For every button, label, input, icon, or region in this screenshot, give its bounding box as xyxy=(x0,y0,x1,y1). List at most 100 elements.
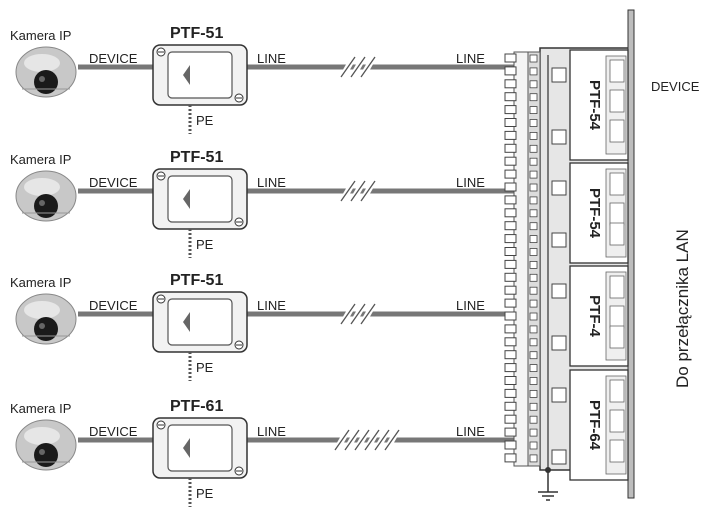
terminal-screw xyxy=(529,351,538,360)
protector-model-label: PTF-51 xyxy=(170,149,223,166)
ip-camera-icon xyxy=(15,170,77,222)
panel-line-label: LINE xyxy=(456,51,485,66)
pe-label: PE xyxy=(196,113,214,128)
cable-break-mark xyxy=(350,56,366,78)
terminal-pin xyxy=(504,337,517,347)
protector-unit xyxy=(152,291,248,353)
rj45-port xyxy=(609,172,625,196)
ip-camera-icon xyxy=(15,419,77,471)
terminal-screw xyxy=(529,209,538,218)
cable-break-mark xyxy=(360,180,376,202)
cable-break-mark xyxy=(340,303,356,325)
rj45-port xyxy=(609,89,625,113)
cable-break-mark xyxy=(374,429,390,451)
camera-label: Kamera IP xyxy=(10,401,71,416)
pe-label: PE xyxy=(196,237,214,252)
device-label: DEVICE xyxy=(89,175,138,190)
terminal-screw xyxy=(529,299,538,308)
cable-break-mark xyxy=(364,429,380,451)
panel-line-label: LINE xyxy=(456,175,485,190)
terminal-screw xyxy=(529,54,538,63)
cable-break-mark xyxy=(360,303,376,325)
ground-junction xyxy=(545,467,551,473)
terminal-screw xyxy=(529,80,538,89)
panel-module-label: PTF-54 xyxy=(586,188,603,239)
terminal-pin xyxy=(504,388,517,398)
terminal-pin xyxy=(504,195,517,205)
panel-module-label: PTF-54 xyxy=(586,80,603,131)
pe-label: PE xyxy=(196,486,214,501)
terminal-pin xyxy=(504,376,517,385)
terminal-screw xyxy=(529,415,538,424)
terminal-screw xyxy=(529,93,538,102)
rj45-port xyxy=(609,325,625,349)
rj45-port xyxy=(609,305,625,329)
device-label: DEVICE xyxy=(89,424,138,439)
protector-model-label: PTF-61 xyxy=(170,398,223,415)
protector-unit xyxy=(152,168,248,230)
rj45-port xyxy=(609,59,625,83)
terminal-pin xyxy=(504,234,517,244)
panel-line-label: LINE xyxy=(456,298,485,313)
rj45-port xyxy=(609,275,625,299)
rj45-port xyxy=(609,222,625,246)
terminal-screw xyxy=(529,67,538,76)
ip-camera-icon xyxy=(15,293,77,345)
panel-module: PTF-54 xyxy=(551,162,629,264)
arrow-icon xyxy=(183,438,190,458)
panel-module-label: PTF-4 xyxy=(586,295,603,337)
lan-label: Do przełącznika LAN xyxy=(673,229,692,388)
terminal-pin xyxy=(504,440,517,450)
terminal-screw xyxy=(529,170,538,179)
line-label: LINE xyxy=(257,424,286,439)
terminal-screw xyxy=(529,389,538,398)
terminal-screw xyxy=(529,325,538,334)
terminal-pin xyxy=(504,79,517,89)
panel-module-label: PTF-64 xyxy=(586,400,603,451)
terminal-pin xyxy=(504,350,517,360)
protector-unit xyxy=(152,44,248,106)
terminal-screw xyxy=(529,196,538,205)
terminal-screw xyxy=(529,273,538,282)
terminal-pin xyxy=(504,247,517,256)
terminal-strips xyxy=(504,51,549,470)
terminal-screw xyxy=(529,312,538,321)
terminal-pin xyxy=(504,53,517,63)
terminal-screw xyxy=(529,364,538,373)
terminal-pin xyxy=(504,272,517,282)
panel-device-label: DEVICE xyxy=(651,79,700,94)
terminal-screw xyxy=(529,222,538,231)
terminal-pin xyxy=(504,105,517,115)
terminal-pin xyxy=(504,92,517,102)
terminal-screw xyxy=(529,428,538,437)
terminal-screw xyxy=(529,286,538,295)
terminal-pin xyxy=(504,118,517,127)
terminal-pin xyxy=(504,363,517,373)
terminal-pin xyxy=(504,221,517,231)
rj45-port xyxy=(609,379,625,403)
cable-break-mark xyxy=(344,429,360,451)
rj45-port xyxy=(609,119,625,143)
terminal-screw xyxy=(529,106,538,114)
camera-label: Kamera IP xyxy=(10,275,71,290)
terminal-screw xyxy=(529,157,538,166)
terminal-pin xyxy=(504,130,517,140)
protector-model-label: PTF-51 xyxy=(170,25,223,42)
rj45-port xyxy=(609,439,625,463)
terminal-screw xyxy=(529,183,538,192)
terminal-pin xyxy=(504,285,517,295)
terminal-screw xyxy=(529,235,538,244)
protector-model-label: PTF-51 xyxy=(170,272,223,289)
terminal-screw xyxy=(529,131,538,140)
terminal-pin xyxy=(504,156,517,166)
panel-module: PTF-4 xyxy=(551,265,629,367)
terminal-screw xyxy=(529,377,538,385)
terminal-pin xyxy=(504,298,517,308)
terminal-screw xyxy=(529,248,538,256)
terminal-pin xyxy=(504,66,517,76)
terminal-screw xyxy=(529,119,538,127)
